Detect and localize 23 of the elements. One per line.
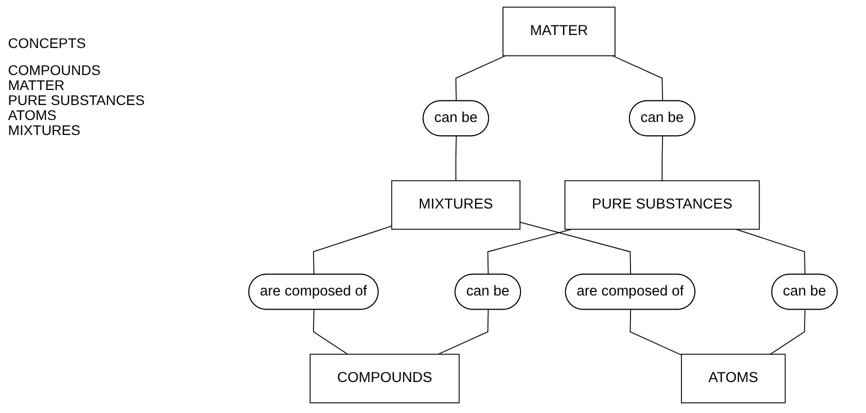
- list-heading: CONCEPTS: [8, 36, 87, 51]
- connector: [313, 309, 348, 355]
- node-box: PURE SUBSTANCES: [564, 180, 760, 230]
- connector: [313, 226, 392, 276]
- connector: [487, 228, 572, 276]
- connector: [736, 228, 806, 276]
- connector: [662, 136, 664, 182]
- connector: [770, 309, 806, 355]
- connector: [455, 55, 506, 102]
- list-item: COMPOUNDS: [8, 63, 102, 78]
- node-box: MIXTURES: [391, 180, 520, 230]
- connector: [455, 136, 457, 182]
- connector: [612, 55, 664, 102]
- list-item: MIXTURES: [8, 123, 82, 138]
- node-box: MATTER: [502, 6, 616, 56]
- connector: [520, 222, 632, 276]
- node-box: COMPOUNDS: [310, 354, 460, 404]
- node-box: ATOMS: [680, 354, 786, 404]
- list-item: PURE SUBSTANCES: [8, 93, 146, 108]
- list-item: ATOMS: [8, 108, 58, 123]
- connector: [630, 309, 682, 356]
- list-item: MATTER: [8, 78, 66, 93]
- connector: [438, 309, 489, 355]
